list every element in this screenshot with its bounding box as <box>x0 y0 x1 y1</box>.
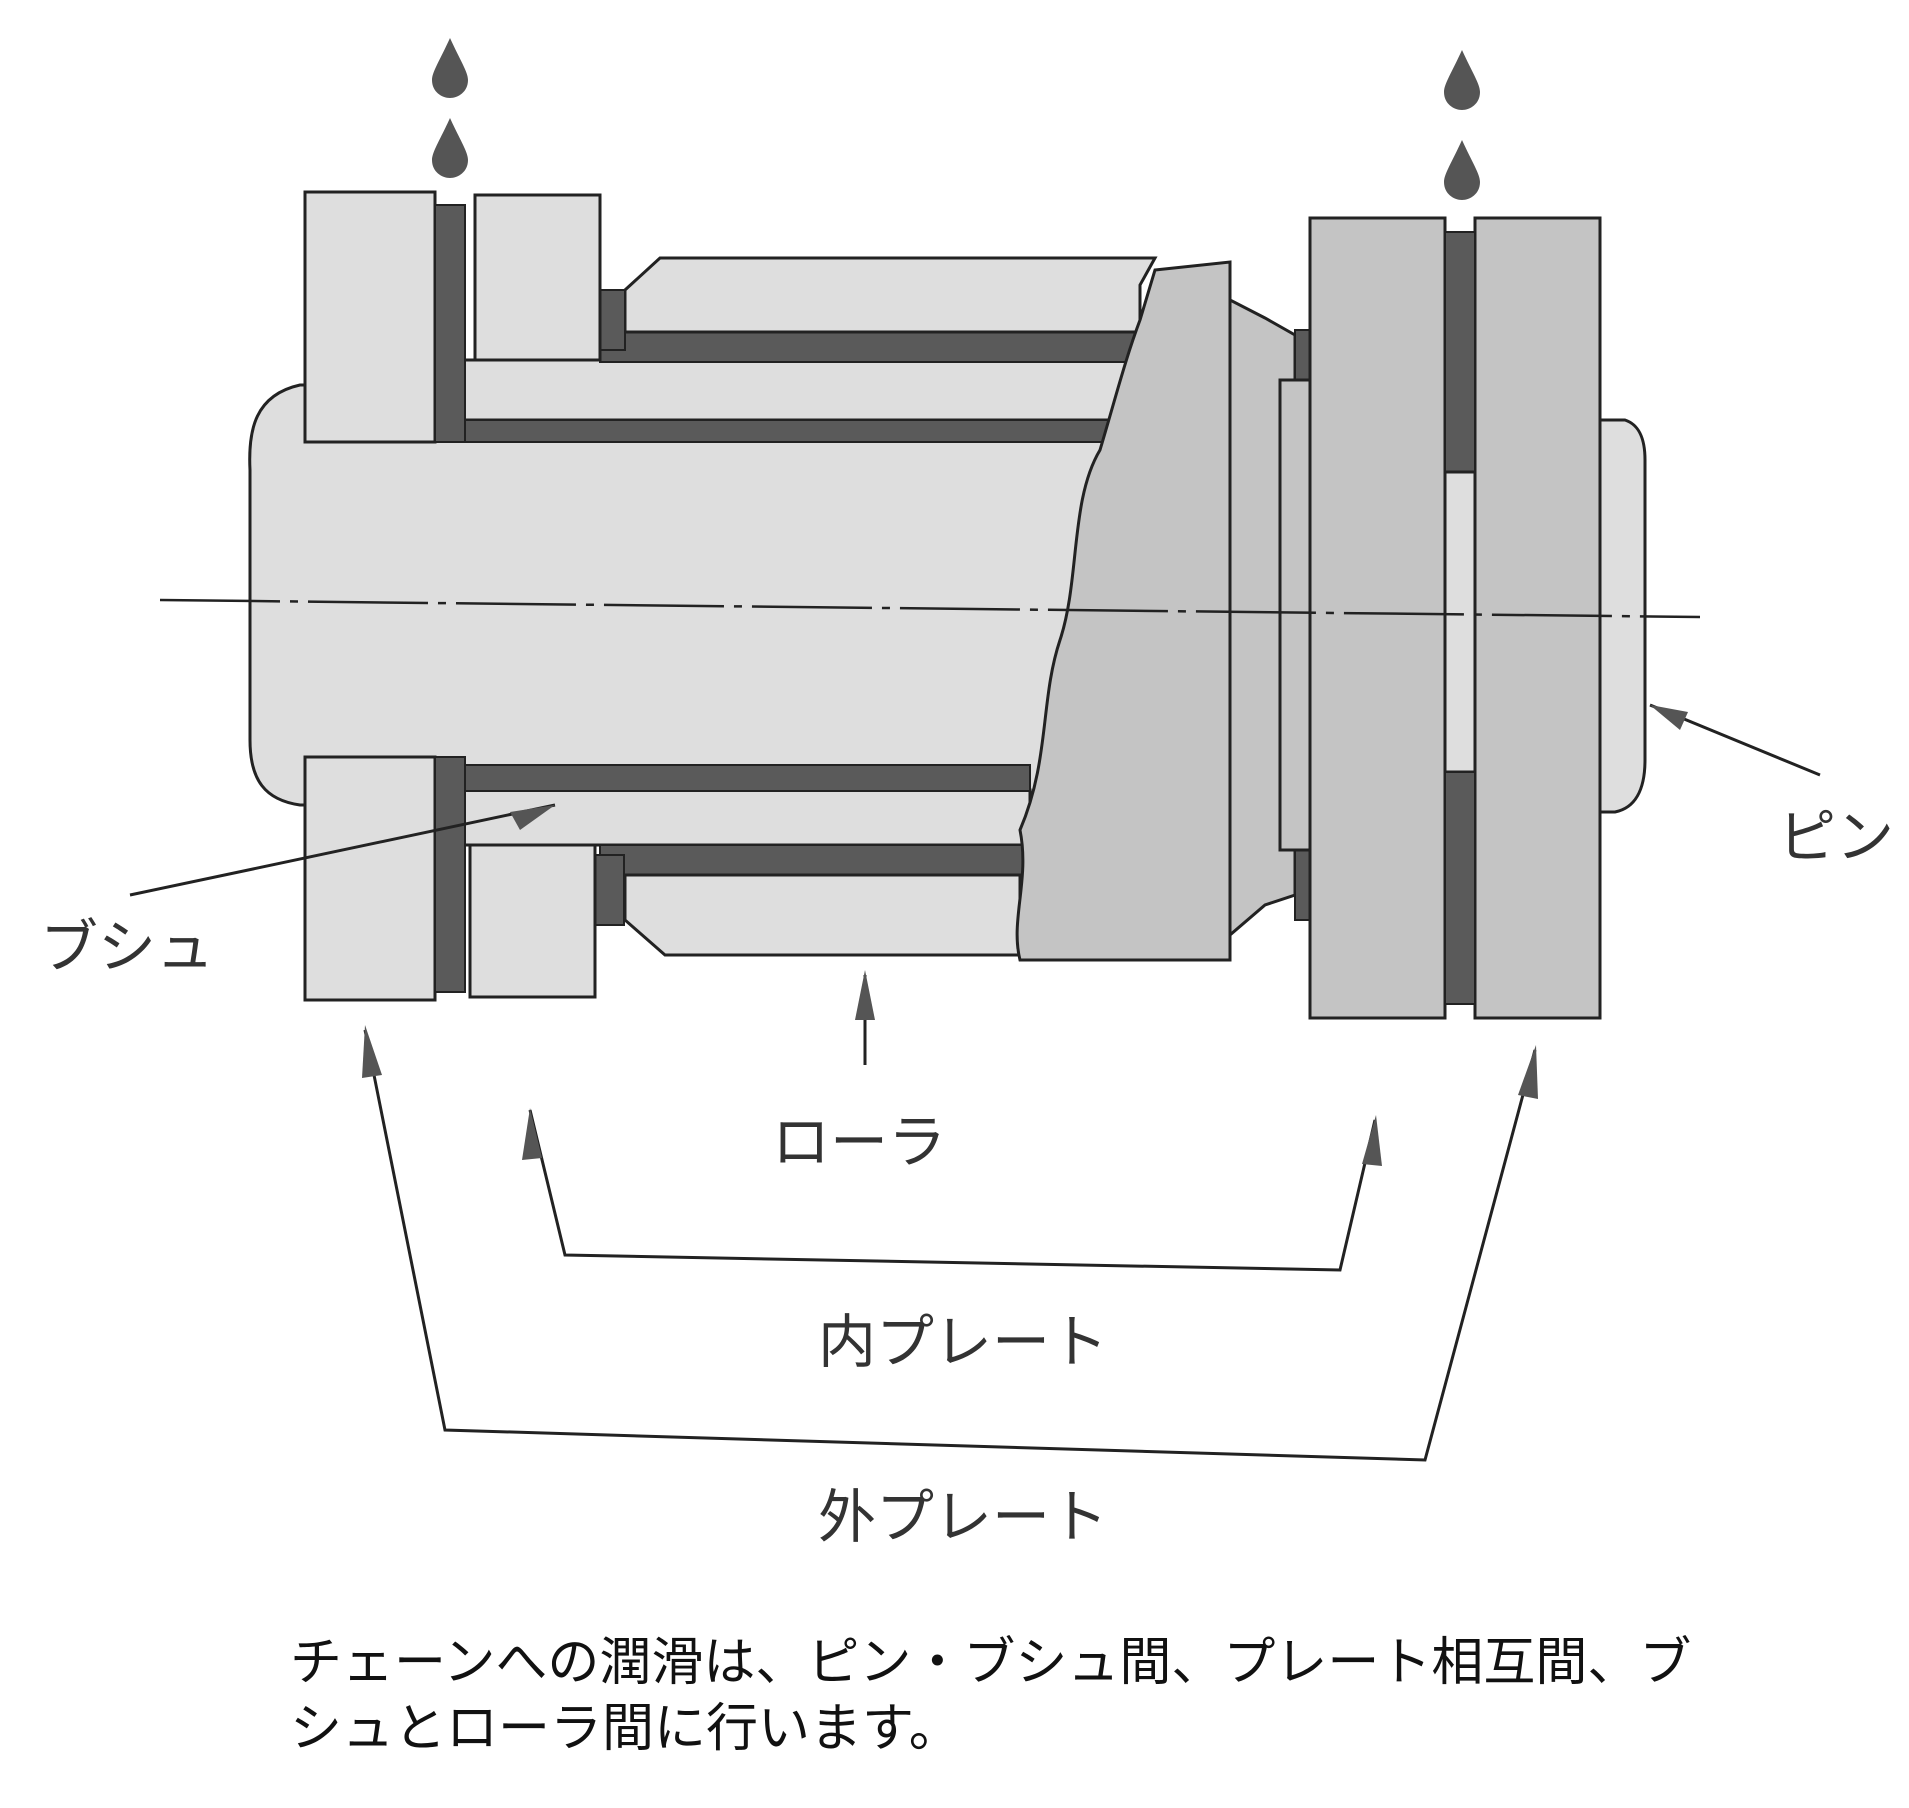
bush-leader <box>129 803 556 897</box>
caption-text: チェーンへの潤滑は、ピン・ブシュ間、プレート相互間、ブシュとローラ間に行います。 <box>290 1633 1692 1759</box>
plate-gap-right-mid <box>1443 470 1477 774</box>
roller-top <box>623 256 1158 334</box>
label-outer-plate: 外プレート <box>818 1483 1109 1551</box>
plate-gap-left-top <box>434 204 466 443</box>
roller-bottom <box>623 873 1022 957</box>
pin-body <box>248 383 1112 807</box>
oil-drop-right-2 <box>1444 140 1480 200</box>
inner-plate-bracket <box>528 1109 1377 1272</box>
outer-plate-left-top <box>303 190 437 444</box>
plate-gap-right-bottom <box>1444 771 1476 1005</box>
bush-upper-gap2 <box>599 331 1141 363</box>
roller-bottom-gap <box>591 854 625 926</box>
label-pin: ピン <box>1778 803 1895 871</box>
outer-plate-left-bottom <box>303 755 437 1002</box>
bush-lower-gap2 <box>599 844 1031 876</box>
inner-plate-left-top <box>473 193 602 362</box>
oil-drop-left-1 <box>432 38 468 98</box>
plate-gap-right-top <box>1444 231 1476 473</box>
oil-drop-right-1 <box>1444 50 1480 110</box>
pin-neck <box>1278 378 1312 852</box>
label-roller: ローラ <box>772 1108 947 1176</box>
inner-plate-right <box>1308 216 1447 1020</box>
bush-lower <box>458 788 1032 847</box>
plate-gap-left-bottom <box>434 756 466 993</box>
bush-upper-gap <box>459 419 1121 443</box>
center-axis <box>159 598 1701 619</box>
bush-lower-gap <box>459 764 1031 792</box>
bush-upper <box>458 358 1132 422</box>
outer-plate-bracket <box>363 1029 1537 1462</box>
label-bush: ブシュ <box>40 913 215 981</box>
oil-drop-left-2 <box>432 118 468 178</box>
label-inner-plate: 内プレート <box>818 1308 1109 1376</box>
outer-plate-right <box>1473 216 1602 1020</box>
inner-plate-left-bottom <box>468 843 597 999</box>
